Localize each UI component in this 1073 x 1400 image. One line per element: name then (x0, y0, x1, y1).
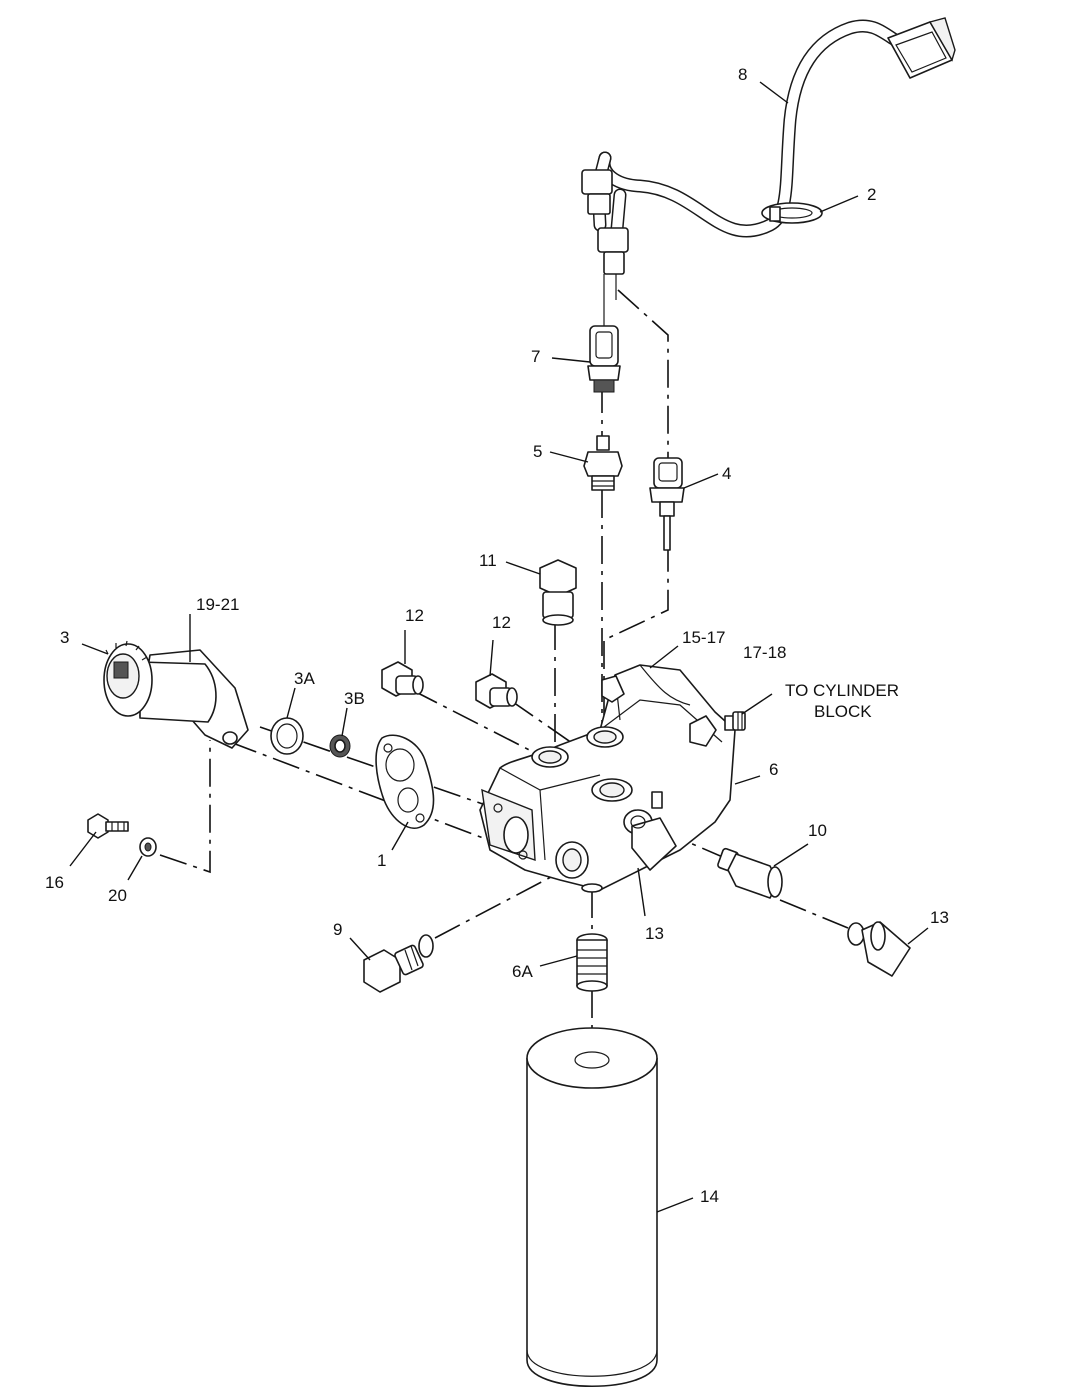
harness-clip (761, 202, 823, 224)
drain-valve (363, 934, 434, 993)
callout-12-left: 12 (405, 606, 424, 625)
callout-6a: 6A (512, 962, 533, 981)
callout-13-housing: 13 (645, 924, 664, 943)
plug-right (475, 673, 518, 709)
elbow-fitting-housing (623, 809, 677, 871)
callout-19-21: 19-21 (196, 595, 239, 614)
callout-7: 7 (531, 347, 540, 366)
temperature-sensor (649, 457, 685, 551)
plug-valve (539, 559, 577, 626)
callout-6: 6 (769, 760, 778, 779)
bolt (87, 813, 129, 839)
centerlines (159, 289, 849, 1058)
callout-12-right: 12 (492, 613, 511, 632)
callout-14: 14 (700, 1187, 719, 1206)
o-ring (270, 717, 304, 755)
callout-labels: 8 2 7 5 4 11 12 12 15-17 17-18 19-21 3 3… (45, 65, 949, 1206)
callout-8: 8 (738, 65, 747, 84)
cylinder-block-fitting (724, 711, 746, 731)
callout-20: 20 (108, 886, 127, 905)
threaded-stud (576, 933, 608, 992)
callout-3a: 3A (294, 669, 315, 688)
callout-5: 5 (533, 442, 542, 461)
callout-16: 16 (45, 873, 64, 892)
elbow-fitting-right (847, 921, 911, 977)
wiring-harness (581, 17, 956, 330)
callout-4: 4 (722, 464, 731, 483)
filter-base (479, 664, 736, 893)
callout-10: 10 (808, 821, 827, 840)
nut (329, 734, 351, 758)
callout-1: 1 (377, 851, 386, 870)
washer (139, 837, 157, 857)
callout-15-17: 15-17 (682, 628, 725, 647)
cylinder-block-note: TO CYLINDER BLOCK (785, 681, 899, 721)
adapter-fitting (717, 847, 783, 899)
pressure-sensor (587, 325, 621, 393)
callout-17-18: 17-18 (743, 643, 786, 662)
callout-2: 2 (867, 185, 876, 204)
filter-element (526, 1027, 658, 1387)
gasket (375, 734, 435, 829)
sensor-adapter (583, 435, 623, 491)
note-line-2: BLOCK (814, 702, 872, 721)
callout-9: 9 (333, 920, 342, 939)
note-line-1: TO CYLINDER (785, 681, 899, 700)
leader-lines (69, 81, 929, 1213)
callout-11: 11 (479, 551, 497, 570)
solenoid-valve (103, 640, 249, 749)
plug-left (381, 661, 424, 697)
callout-3: 3 (60, 628, 69, 647)
callout-3b: 3B (344, 689, 365, 708)
callout-13-right: 13 (930, 908, 949, 927)
